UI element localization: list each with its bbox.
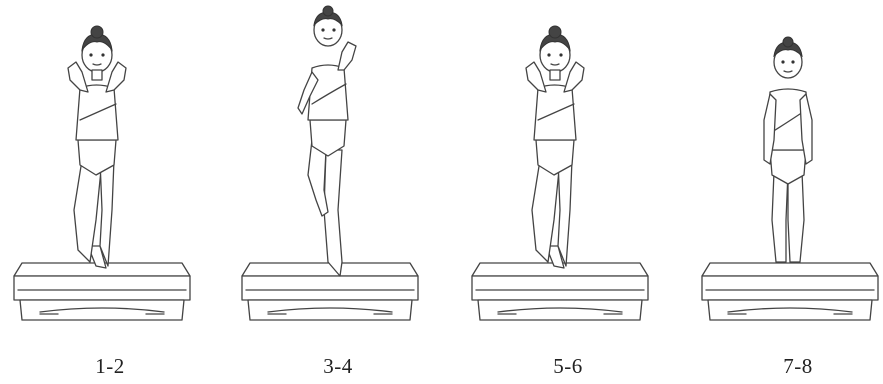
step-bench bbox=[14, 263, 190, 320]
step-bench bbox=[702, 263, 878, 320]
girl-figure bbox=[764, 37, 812, 262]
count-label-3: 5-6 bbox=[458, 354, 678, 379]
step-figure-4: 7-8 bbox=[688, 0, 883, 384]
girl-figure bbox=[298, 6, 356, 276]
girl-on-step-illustration bbox=[0, 0, 220, 384]
step-figure-2: 3-4 bbox=[228, 0, 448, 384]
girl-figure bbox=[526, 26, 584, 268]
girl-on-step-illustration bbox=[688, 0, 883, 384]
girl-figure bbox=[68, 26, 126, 268]
girl-on-step-illustration bbox=[458, 0, 678, 384]
step-figure-1: 1-2 bbox=[0, 0, 220, 384]
count-label-2: 3-4 bbox=[228, 354, 448, 379]
step-figure-3: 5-6 bbox=[458, 0, 678, 384]
step-bench bbox=[242, 263, 418, 320]
count-label-4: 7-8 bbox=[688, 354, 883, 379]
count-label-1: 1-2 bbox=[0, 354, 220, 379]
step-bench bbox=[472, 263, 648, 320]
girl-on-step-illustration bbox=[228, 0, 448, 384]
